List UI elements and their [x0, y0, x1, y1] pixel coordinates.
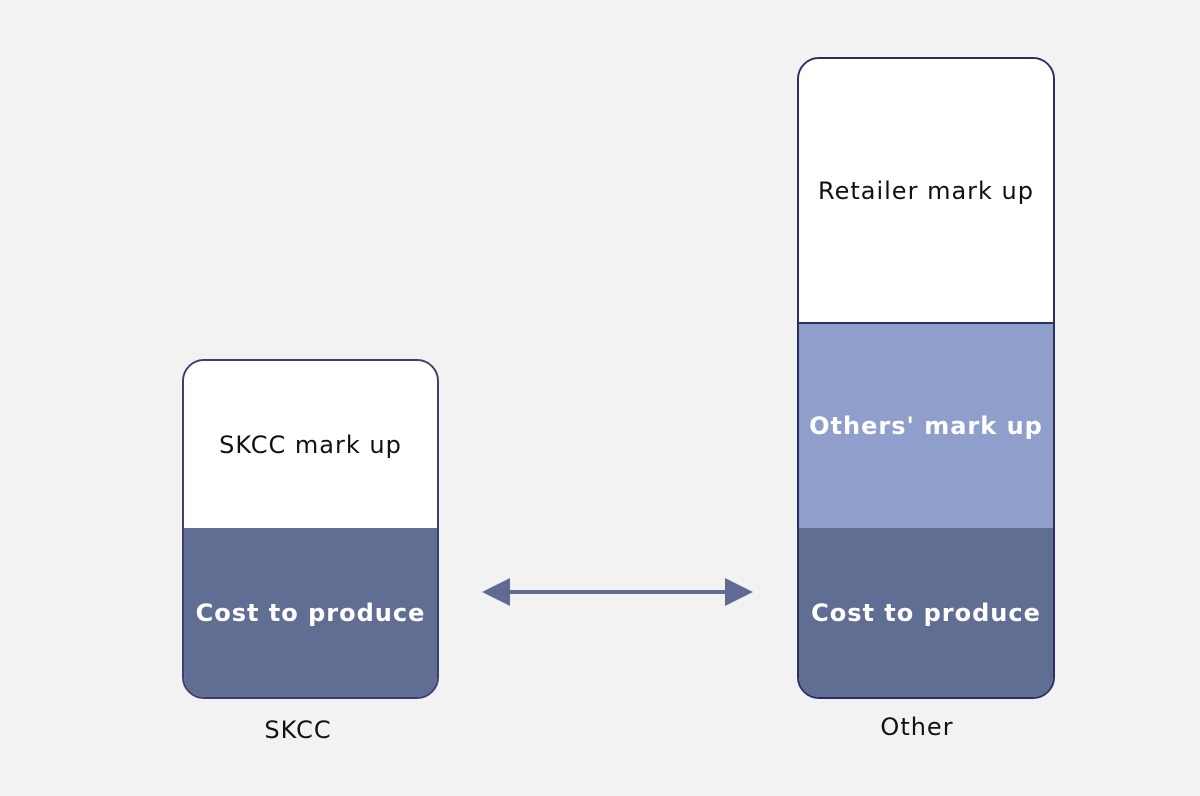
retailer-markup-label: Retailer mark up	[817, 176, 1034, 205]
others-markup-segment: Others' mark up	[799, 322, 1053, 528]
skcc-caption: SKCC	[264, 716, 332, 744]
other-cost-segment: Cost to produce	[799, 528, 1053, 697]
other-bar: Retailer mark up Others' mark up Cost to…	[797, 57, 1055, 699]
skcc-bar: SKCC mark up Cost to produce	[182, 359, 439, 699]
skcc-cost-label: Cost to produce	[195, 598, 426, 627]
others-markup-label: Others' mark up	[809, 412, 1043, 440]
double-arrow-icon	[482, 578, 753, 606]
other-caption: Other	[880, 713, 954, 741]
retailer-markup-segment: Retailer mark up	[799, 59, 1053, 322]
arrow-head-left	[482, 578, 510, 606]
arrow-head-right	[725, 578, 753, 606]
skcc-markup-segment: SKCC mark up	[184, 361, 437, 528]
skcc-markup-label: SKCC mark up	[219, 430, 402, 459]
skcc-cost-segment: Cost to produce	[184, 528, 437, 697]
other-cost-label: Cost to produce	[811, 598, 1041, 627]
